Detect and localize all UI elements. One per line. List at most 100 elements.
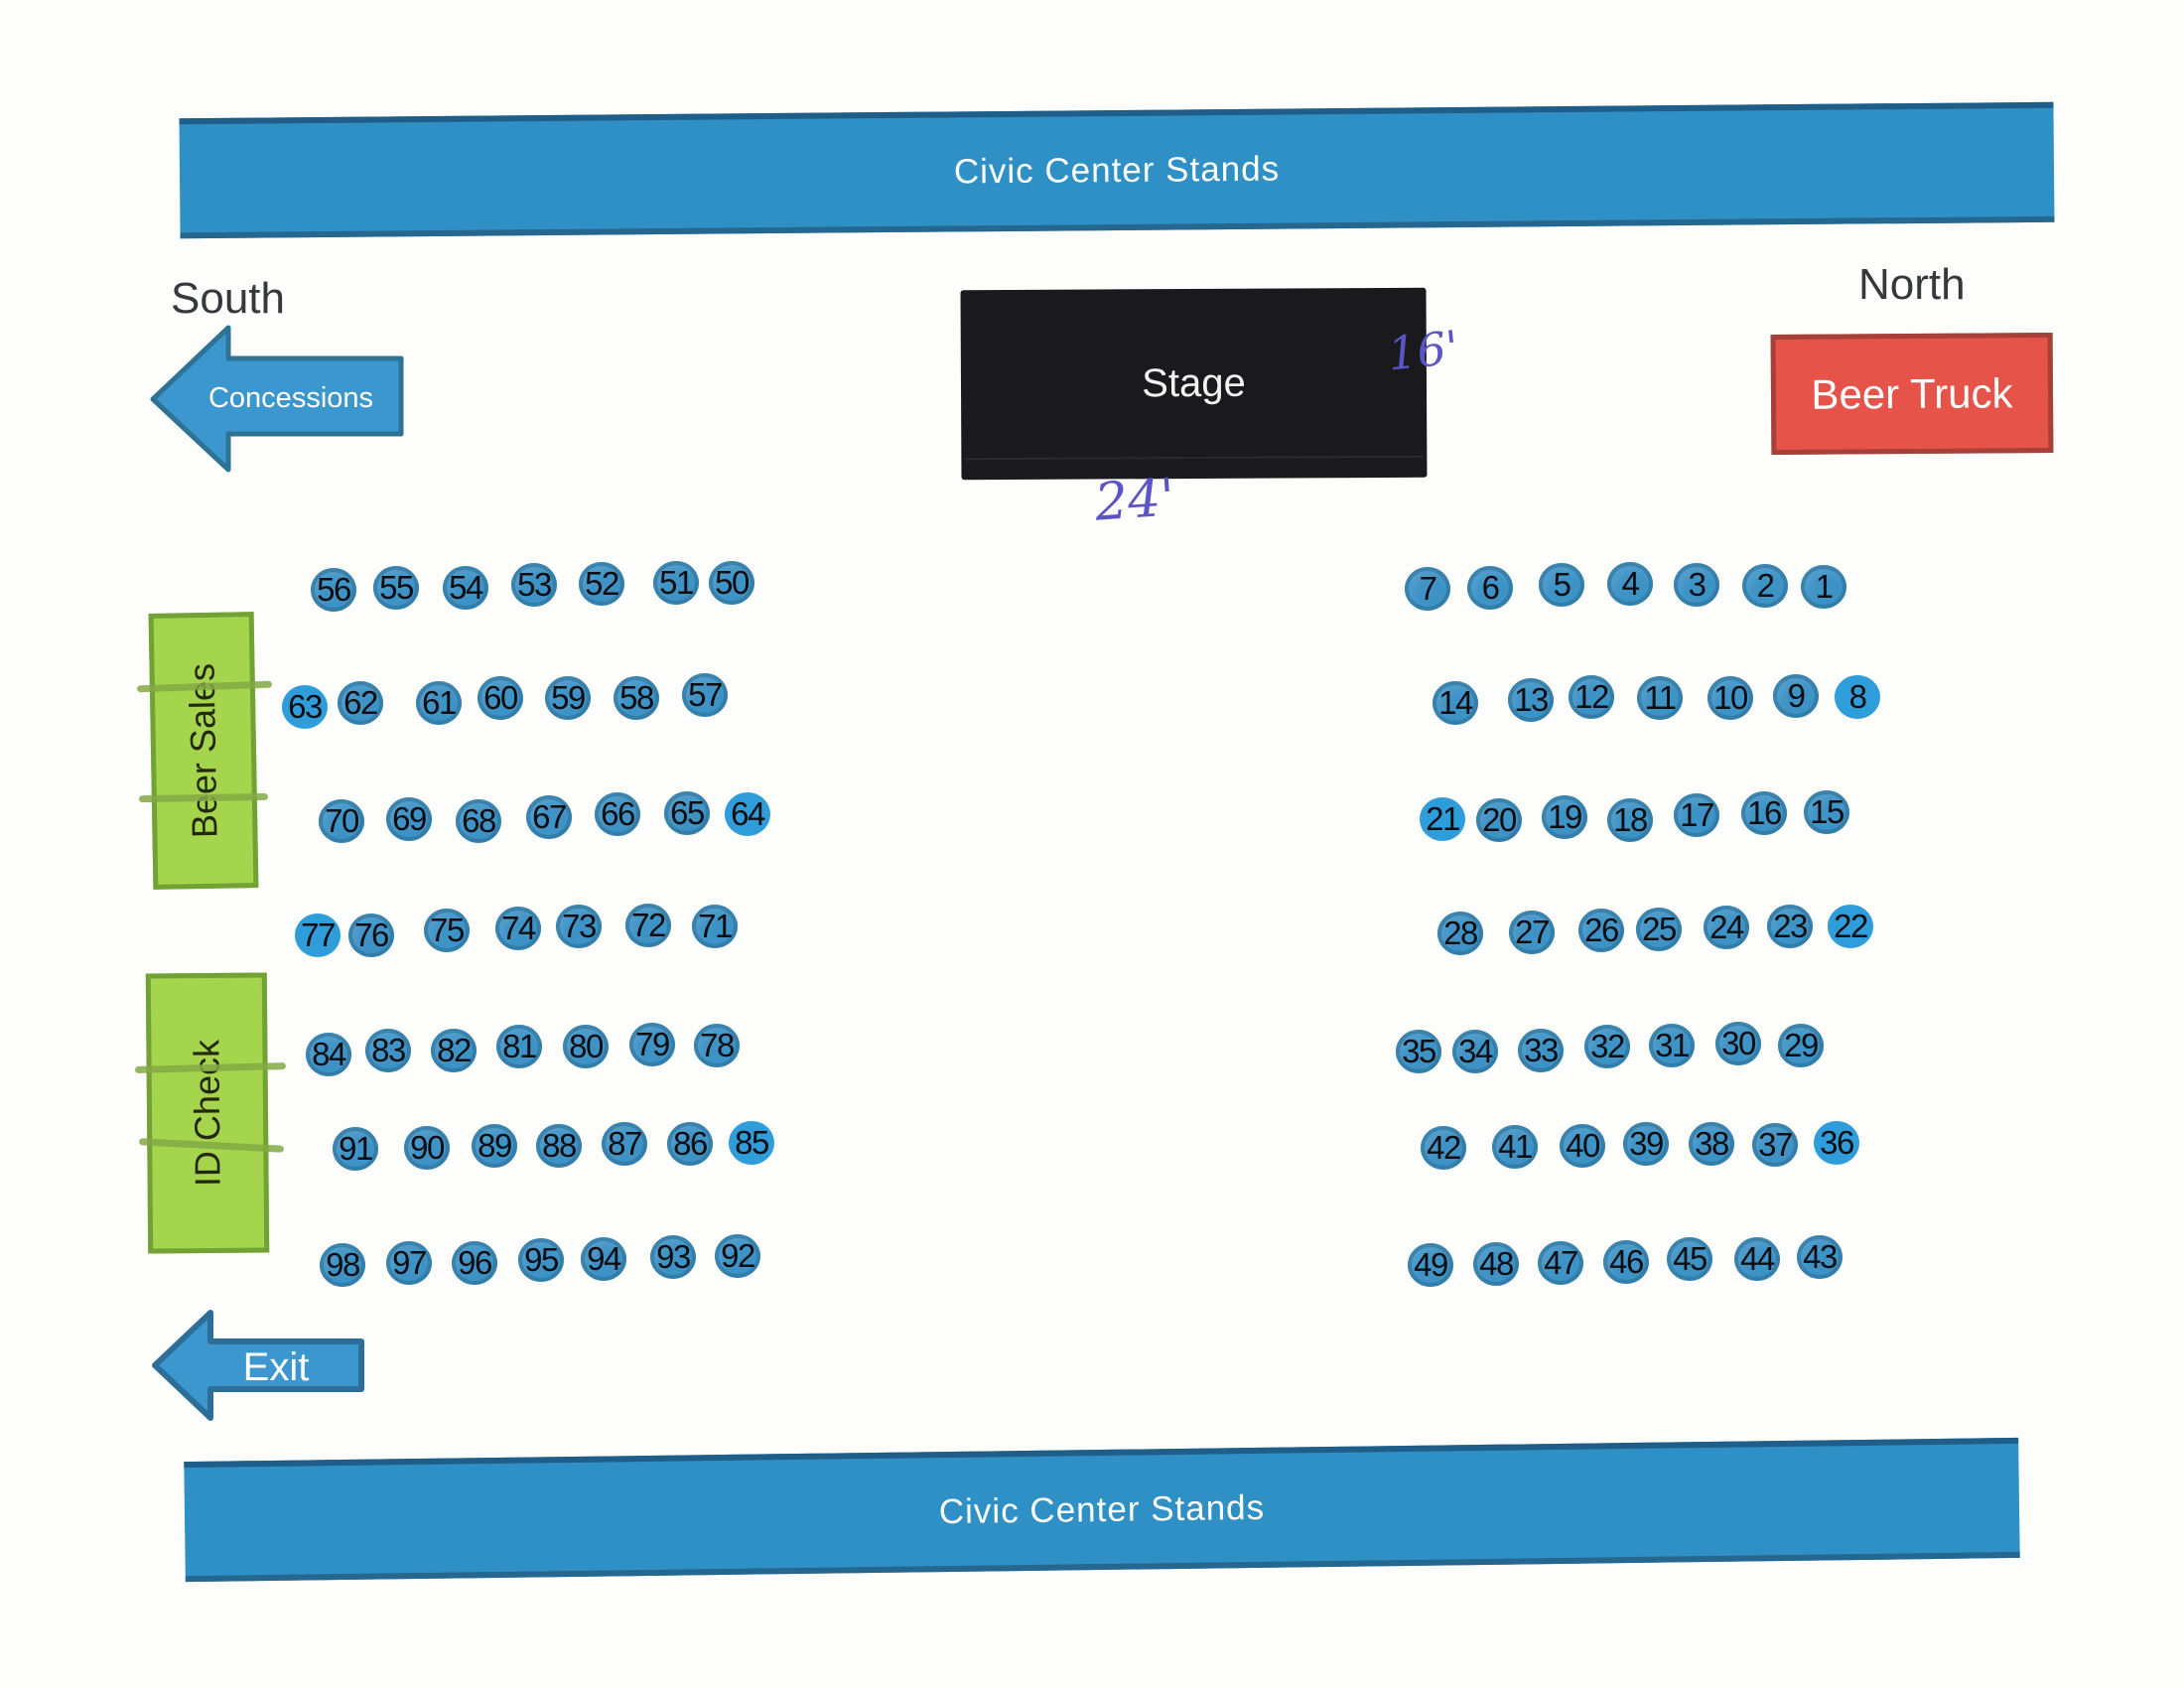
table-44: 44 xyxy=(1734,1237,1780,1281)
table-84: 84 xyxy=(306,1033,351,1076)
table-60: 60 xyxy=(478,676,523,720)
table-86: 86 xyxy=(667,1122,713,1166)
table-70: 70 xyxy=(319,799,364,843)
table-92: 92 xyxy=(715,1234,760,1278)
table-97: 97 xyxy=(386,1241,432,1285)
stands-top-label: Civic Center Stands xyxy=(953,149,1281,191)
table-53: 53 xyxy=(511,563,557,607)
table-11: 11 xyxy=(1637,676,1683,720)
table-30: 30 xyxy=(1715,1022,1761,1065)
stage-label: Stage xyxy=(1142,360,1246,406)
table-50: 50 xyxy=(709,561,754,605)
table-85: 85 xyxy=(729,1121,774,1165)
table-77: 77 xyxy=(295,914,341,957)
table-34: 34 xyxy=(1452,1030,1498,1073)
table-71: 71 xyxy=(692,905,738,948)
table-47: 47 xyxy=(1538,1241,1583,1285)
table-62: 62 xyxy=(338,681,383,725)
table-94: 94 xyxy=(581,1237,626,1281)
exit-label: Exit xyxy=(242,1345,310,1389)
beer-truck-label: Beer Truck xyxy=(1811,368,2013,418)
table-59: 59 xyxy=(545,676,591,720)
table-21: 21 xyxy=(1420,797,1465,841)
table-80: 80 xyxy=(563,1025,609,1068)
table-22: 22 xyxy=(1828,905,1873,948)
left-arrow-icon xyxy=(152,1310,364,1421)
stage-width-annotation: 24' xyxy=(1093,468,1177,533)
table-18: 18 xyxy=(1607,798,1653,842)
beer-sales-station: Beer Sales xyxy=(148,612,259,890)
table-75: 75 xyxy=(424,909,470,952)
table-6: 6 xyxy=(1467,566,1513,610)
table-87: 87 xyxy=(602,1122,647,1166)
table-56: 56 xyxy=(311,568,356,612)
table-72: 72 xyxy=(625,904,671,947)
table-35: 35 xyxy=(1396,1030,1441,1073)
table-58: 58 xyxy=(614,676,659,720)
table-74: 74 xyxy=(495,907,541,950)
table-20: 20 xyxy=(1476,798,1522,842)
table-40: 40 xyxy=(1560,1124,1605,1168)
table-13: 13 xyxy=(1508,678,1554,722)
table-90: 90 xyxy=(404,1126,450,1170)
table-4: 4 xyxy=(1607,562,1653,606)
table-9: 9 xyxy=(1773,674,1819,718)
table-29: 29 xyxy=(1778,1024,1824,1067)
table-65: 65 xyxy=(664,791,710,835)
table-78: 78 xyxy=(694,1024,740,1067)
table-95: 95 xyxy=(518,1238,564,1282)
stage: Stage xyxy=(960,287,1428,481)
stage-depth-annotation: 16' xyxy=(1385,320,1461,381)
table-36: 36 xyxy=(1814,1121,1859,1165)
table-8: 8 xyxy=(1835,675,1880,719)
left-arrow-icon xyxy=(150,325,404,473)
table-93: 93 xyxy=(650,1235,696,1279)
table-17: 17 xyxy=(1674,793,1719,837)
table-15: 15 xyxy=(1804,790,1849,834)
south-label: South xyxy=(171,274,285,323)
id-check-label: ID Check xyxy=(186,1039,228,1188)
table-52: 52 xyxy=(579,562,624,606)
table-10: 10 xyxy=(1707,676,1753,720)
table-28: 28 xyxy=(1437,912,1483,955)
table-49: 49 xyxy=(1408,1243,1453,1287)
table-68: 68 xyxy=(456,799,501,843)
table-26: 26 xyxy=(1578,909,1624,952)
table-63: 63 xyxy=(282,685,328,729)
stands-bottom-label: Civic Center Stands xyxy=(938,1487,1266,1531)
table-1: 1 xyxy=(1801,565,1846,609)
table-12: 12 xyxy=(1569,675,1614,719)
table-7: 7 xyxy=(1405,567,1450,611)
table-38: 38 xyxy=(1689,1122,1734,1166)
table-66: 66 xyxy=(595,792,640,836)
table-55: 55 xyxy=(373,566,419,610)
table-51: 51 xyxy=(653,561,699,605)
table-76: 76 xyxy=(348,914,394,957)
table-88: 88 xyxy=(536,1124,582,1168)
table-14: 14 xyxy=(1433,681,1478,725)
table-98: 98 xyxy=(320,1243,365,1287)
table-69: 69 xyxy=(386,797,432,841)
table-39: 39 xyxy=(1623,1122,1669,1166)
table-73: 73 xyxy=(556,905,602,948)
table-81: 81 xyxy=(496,1025,542,1068)
table-37: 37 xyxy=(1752,1123,1798,1167)
table-33: 33 xyxy=(1518,1029,1564,1072)
concessions-label: Concessions xyxy=(207,382,374,414)
table-91: 91 xyxy=(333,1127,378,1171)
table-23: 23 xyxy=(1767,905,1813,948)
exit-arrow: Exit xyxy=(151,1309,365,1422)
table-25: 25 xyxy=(1636,908,1682,951)
table-54: 54 xyxy=(443,566,488,610)
table-96: 96 xyxy=(452,1241,497,1285)
id-check-station: ID Check xyxy=(145,972,270,1254)
north-label: North xyxy=(1858,260,1966,309)
table-3: 3 xyxy=(1674,563,1719,607)
concessions-arrow: Concessions xyxy=(149,323,405,475)
civic-center-stands-bottom: Civic Center Stands xyxy=(184,1437,2020,1583)
table-41: 41 xyxy=(1492,1125,1538,1169)
table-19: 19 xyxy=(1542,795,1587,839)
table-64: 64 xyxy=(725,792,770,836)
table-24: 24 xyxy=(1704,906,1749,949)
table-31: 31 xyxy=(1649,1024,1695,1067)
